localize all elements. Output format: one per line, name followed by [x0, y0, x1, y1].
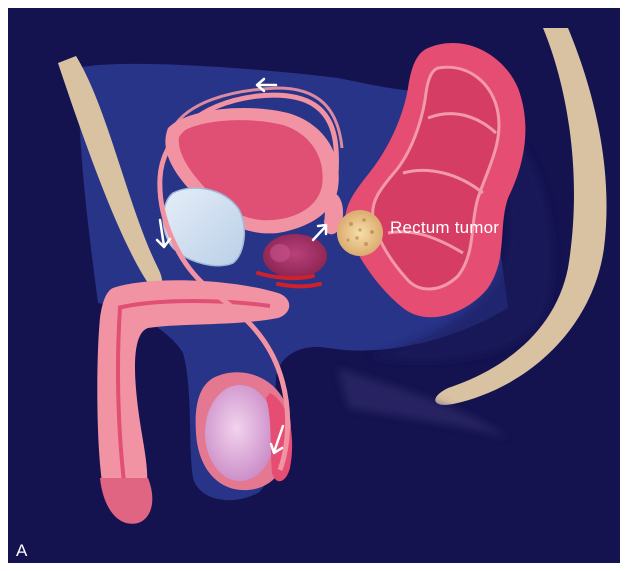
rectum-tumor [337, 210, 383, 256]
testis [205, 385, 275, 481]
prostate-lobe [270, 244, 290, 262]
tumor-label: Rectum tumor [390, 218, 499, 238]
glans [100, 478, 152, 524]
sphincter-lower [278, 284, 320, 286]
pelvis-sagittal-illustration [8, 8, 620, 563]
anatomy-figure: Rectum tumor A [8, 8, 620, 563]
panel-letter: A [16, 541, 27, 561]
